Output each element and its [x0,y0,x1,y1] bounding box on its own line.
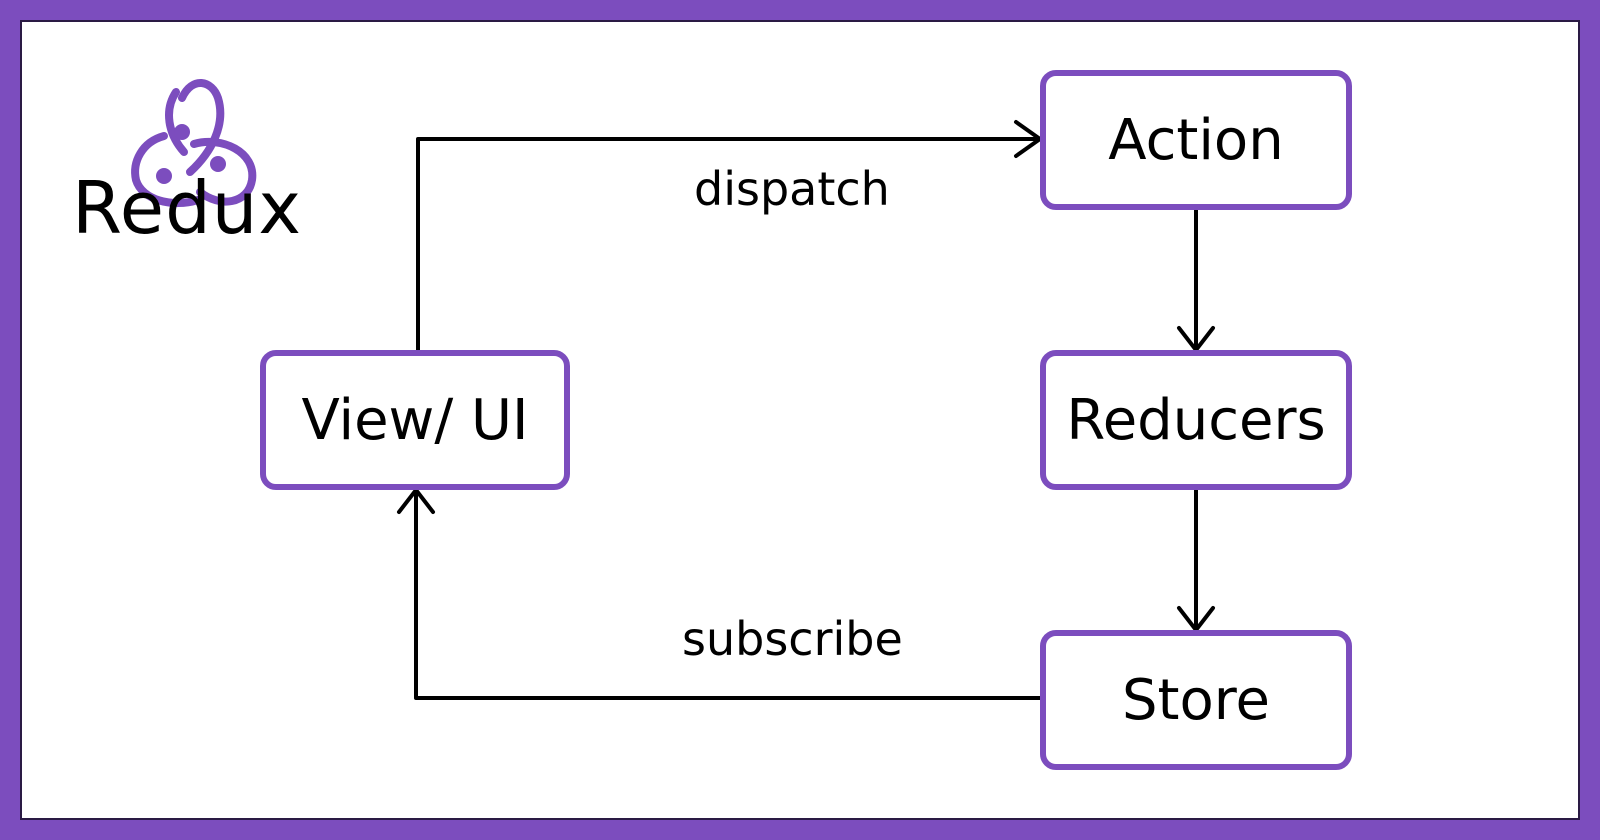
edge-subscribe [414,488,1042,700]
node-store-label: Store [1121,667,1270,733]
node-store: Store [1040,630,1352,770]
redux-logo-icon [131,79,257,208]
node-action: Action [1040,70,1352,210]
edge-label-subscribe: subscribe [682,612,903,666]
node-view-ui: View/ UI [260,350,570,490]
edge-label-dispatch: dispatch [694,162,890,216]
node-reducers: Reducers [1040,350,1352,490]
node-action-label: Action [1108,107,1284,173]
logo-wordmark: Redux [72,166,303,250]
node-view-ui-label: View/ UI [301,387,529,453]
arrowhead-subscribe [397,488,435,514]
node-reducers-label: Reducers [1066,387,1326,453]
edge-dispatch [416,137,1042,352]
